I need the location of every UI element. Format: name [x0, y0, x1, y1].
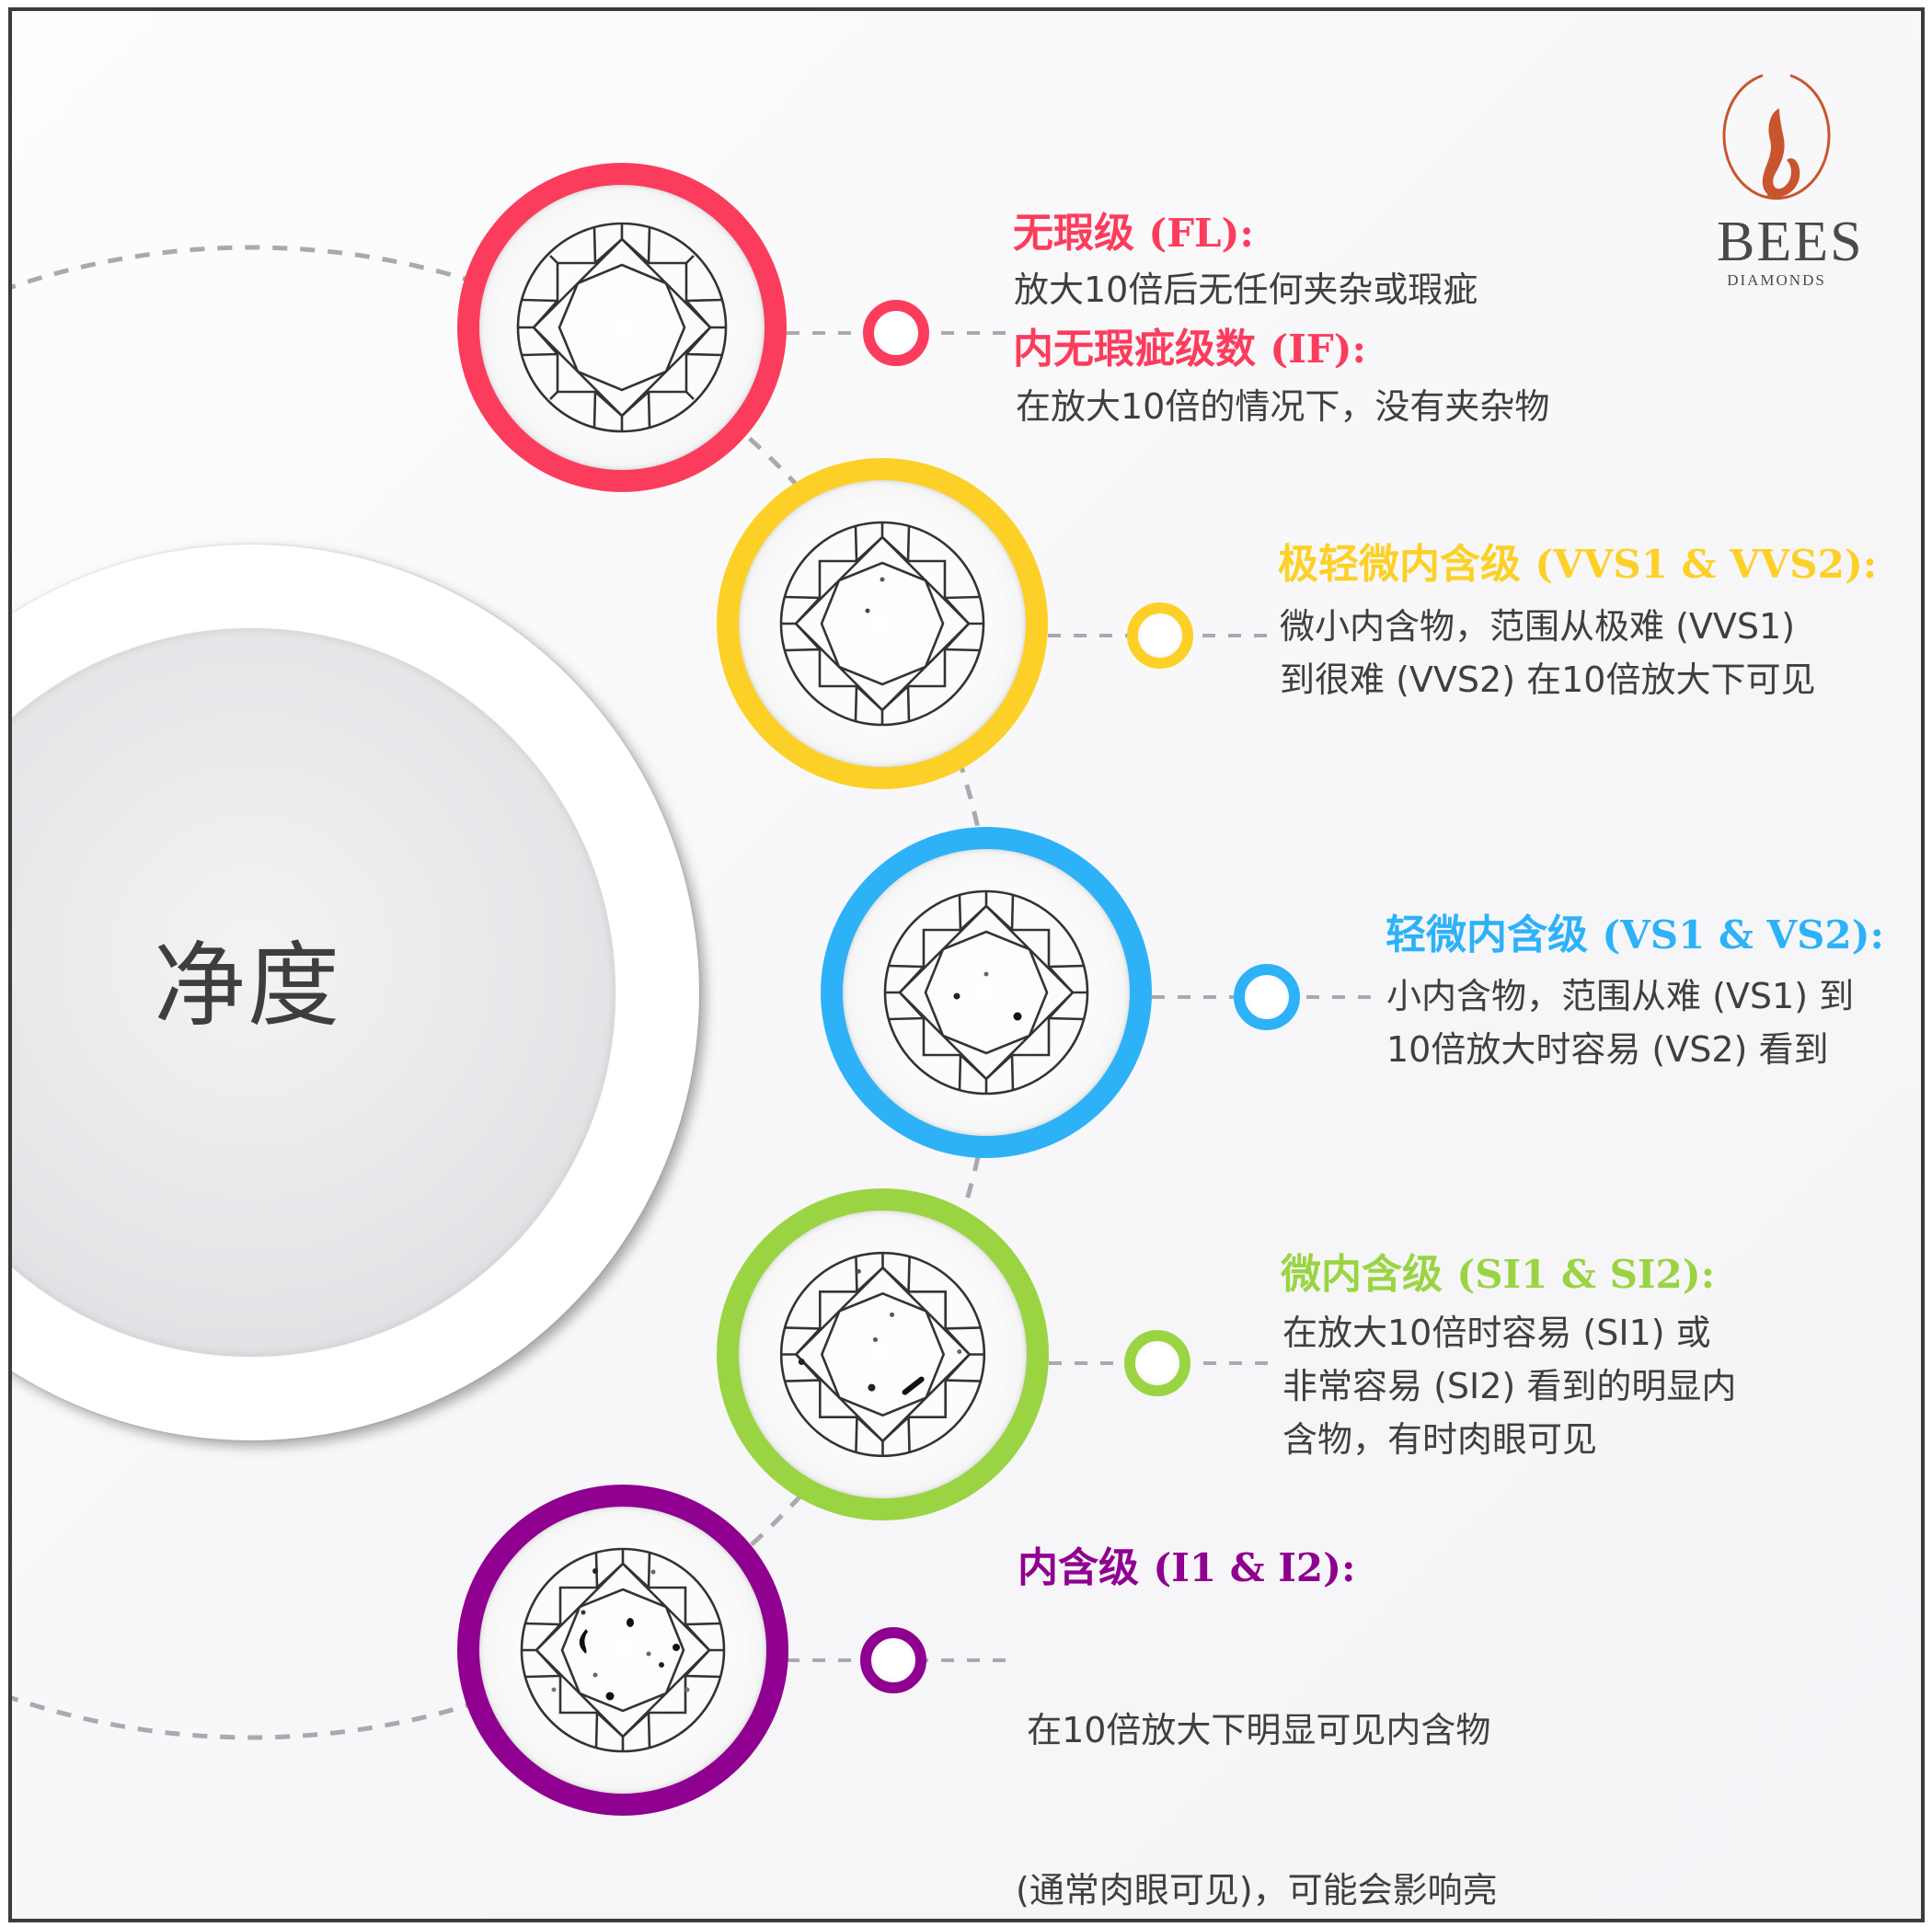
- grade-desc-vs: 小内含物，范围从难 (VS1) 到 10倍放大时容易 (VS2) 看到: [1386, 976, 1855, 1070]
- grade-desc-if: 在放大10倍的情况下，没有夹杂物: [1016, 386, 1550, 427]
- bees-logo-icon: [1722, 74, 1831, 201]
- grade-circle-vvs: [717, 458, 1048, 789]
- connector-node-i: [860, 1627, 926, 1693]
- grade-title-si: 微内含级 (SI1 & SI2):: [1281, 1251, 1716, 1298]
- grade-desc-si: 在放大10倍时容易 (SI1) 或 非常容易 (SI2) 看到的明显内 含物，有…: [1282, 1313, 1737, 1460]
- diamond-icon: [779, 1251, 986, 1458]
- diamond-icon: [520, 1547, 726, 1753]
- grade-circle-si: [717, 1188, 1049, 1520]
- diamond-icon: [516, 222, 728, 433]
- connector-node-vvs: [1127, 602, 1193, 669]
- grade-title-fl: 无瑕级 (FL):: [1013, 210, 1254, 257]
- connector-node-si: [1124, 1330, 1190, 1396]
- brand-subtitle: DIAMONDS: [1727, 271, 1826, 289]
- hub-inner-disk: [12, 628, 615, 1357]
- grade-desc-fl: 放大10倍后无任何夹杂或瑕疵: [1014, 270, 1478, 310]
- grade-title-i: 内含级 (I1 & I2):: [1018, 1544, 1356, 1591]
- grade-desc-i: 在10倍放大下明显可见内含物 (通常肉眼可见)，可能会影响亮 度和亮度: [1016, 1710, 1498, 1910]
- diamond-icon: [883, 889, 1089, 1095]
- grade-title-vs: 轻微内含级 (VS1 & VS2):: [1386, 912, 1885, 958]
- diamond-icon: [779, 521, 985, 727]
- connector-node-vs: [1234, 964, 1300, 1030]
- grade-desc-vvs: 微小内含物，范围从极难 (VVS1) 到很难 (VVS2) 在10倍放大下可见: [1280, 606, 1816, 700]
- brand-name: BEES: [1717, 211, 1864, 273]
- connector-node-fl-if: [863, 300, 929, 366]
- grade-circle-vs: [821, 827, 1152, 1158]
- grade-circle-fl-if: [457, 163, 787, 492]
- infographic-frame: 净度: [8, 7, 1925, 1922]
- grade-title-vvs: 极轻微内含级 (VVS1 & VVS2):: [1278, 541, 1878, 588]
- grade-title-if: 内无瑕疵级数 (IF):: [1013, 326, 1367, 373]
- hub-title: 净度: [154, 932, 341, 1039]
- grade-circle-i: [457, 1485, 788, 1816]
- brand-logo: BEES DIAMONDS: [1717, 70, 1864, 289]
